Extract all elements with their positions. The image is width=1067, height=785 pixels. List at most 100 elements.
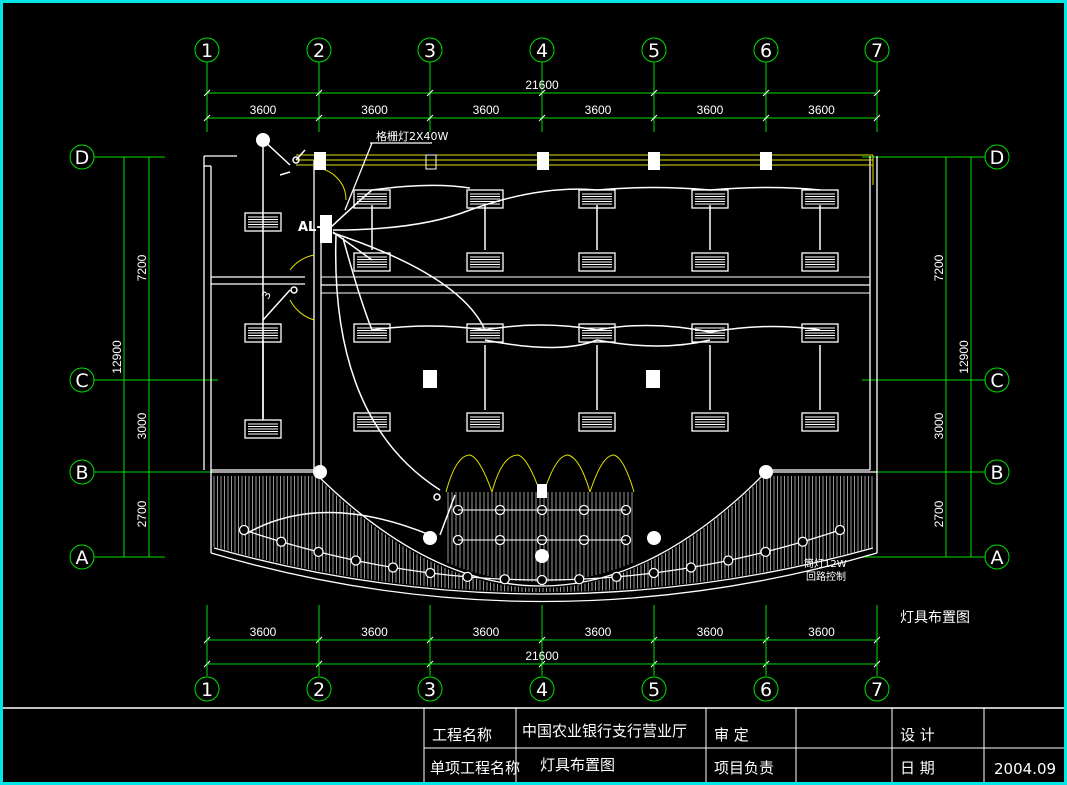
svg-text:5: 5 [648, 679, 660, 701]
svg-text:3: 3 [424, 679, 436, 701]
grille-luminaire [691, 412, 729, 432]
svg-text:7: 7 [871, 40, 883, 62]
axis-bubble-col-6-bottom: 6 [753, 676, 779, 702]
axis-bubble-col-5-bottom: 5 [641, 676, 667, 702]
svg-text:1: 1 [201, 40, 213, 62]
svg-text:B: B [990, 462, 1003, 484]
project-name-value: 中国农业银行支行营业厅 [522, 722, 687, 740]
top-total-dimension: 21600 [525, 78, 559, 92]
axis-bubble-col-1-bottom: 1 [194, 676, 220, 702]
bottom-dimension-chain: 21600 3600 3600 3600 3600 3600 3600 [207, 625, 877, 665]
downlight [834, 524, 846, 536]
drawing-title: 灯具布置图 [900, 610, 970, 626]
left-dimension-chain: 12900 7200 3000 2700 [110, 157, 150, 557]
svg-text:C: C [990, 370, 1003, 392]
svg-text:B: B [75, 462, 88, 484]
downlight [611, 571, 622, 583]
curved-counter-area [210, 471, 878, 603]
bottom-span-dimension: 3600 [473, 625, 500, 639]
grille-luminaire [691, 323, 729, 343]
top-span-dimension: 3600 [473, 103, 500, 117]
svg-text:1: 1 [201, 679, 213, 701]
title-block: 工程名称 中国农业银行支行营业厅 单项工程名称 灯具布置图 审 定 项目负责 设… [3, 707, 1064, 782]
wiring [243, 139, 821, 536]
grille-luminaire [353, 189, 391, 209]
panel-label: AL-1 [298, 220, 331, 235]
svg-text:2: 2 [313, 679, 325, 701]
axis-bubble-row-D-left: D [69, 144, 95, 170]
downlight [238, 524, 250, 536]
grille-luminaire [353, 323, 391, 343]
grille-luminaire [466, 323, 504, 343]
grille-luminaire [578, 252, 616, 272]
svg-text:6: 6 [760, 40, 772, 62]
project-leader-label: 项目负责 [714, 759, 774, 777]
grille-luminaire [353, 252, 391, 272]
design-label: 设 计 [900, 726, 935, 744]
downlight-label: 筒灯12W [804, 557, 847, 570]
axis-bubble-col-6-top: 6 [753, 37, 779, 63]
grille-luminaire [801, 323, 839, 343]
svg-text:D: D [75, 147, 90, 169]
grille-luminaires [244, 189, 839, 439]
grille-luminaire [466, 412, 504, 432]
horizontal-grid-lines [94, 156, 985, 558]
right-dimension-chain: 12900 7200 3000 2700 [932, 157, 972, 557]
bottom-span-dimension: 3600 [585, 625, 612, 639]
counter-downlights [238, 504, 846, 586]
columns-and-fixtures [314, 152, 772, 498]
downlight [313, 546, 324, 558]
grille-luminaire [466, 252, 504, 272]
circuit-number-3: 3 [259, 289, 274, 302]
grille-luminaire [244, 419, 282, 439]
sub-project-label: 单项工程名称 [430, 759, 520, 777]
downlight [276, 536, 287, 547]
right-dimension-cb: 3000 [932, 412, 946, 439]
svg-text:3: 3 [424, 40, 436, 62]
axis-bubble-row-C-left: C [69, 367, 95, 393]
downlight [648, 567, 659, 579]
axis-bubble-col-3-top: 3 [417, 37, 443, 63]
grille-luminaire [691, 252, 729, 272]
downlight [387, 562, 399, 573]
right-dimension-dc: 7200 [932, 254, 946, 281]
axis-bubble-col-4-top: 4 [529, 37, 555, 63]
project-name-label: 工程名称 [432, 726, 492, 744]
svg-text:C: C [75, 370, 88, 392]
left-dimension-cb: 3000 [135, 412, 149, 439]
bottom-span-dimension: 3600 [250, 625, 277, 639]
downlight [685, 562, 697, 573]
downlight [797, 536, 808, 547]
review-label: 审 定 [714, 726, 749, 744]
doors [289, 167, 635, 493]
left-dimension-dc: 7200 [135, 254, 149, 281]
grille-luminaire [578, 323, 616, 343]
right-total-dimension: 12900 [957, 340, 971, 374]
axis-bubble-col-7-top: 7 [864, 37, 890, 63]
top-span-dimension: 3600 [585, 103, 612, 117]
svg-text:4: 4 [536, 679, 548, 701]
downlight [425, 567, 436, 579]
axis-bubble-row-B-left: B [69, 459, 95, 485]
grille-luminaire [353, 412, 391, 432]
grille-light-label: 格栅灯2X40W [376, 129, 449, 143]
top-span-dimension: 3600 [250, 103, 277, 117]
svg-text:4: 4 [536, 40, 548, 62]
svg-text:7: 7 [871, 679, 883, 701]
bottom-total-dimension: 21600 [525, 649, 559, 663]
top-span-dimension: 3600 [361, 103, 388, 117]
bottom-span-dimension: 3600 [361, 625, 388, 639]
axis-bubble-col-7-bottom: 7 [864, 676, 890, 702]
downlight [350, 555, 361, 566]
axis-bubble-col-4-bottom: 4 [529, 676, 555, 702]
date-value: 2004.09 [994, 760, 1056, 778]
bottom-span-dimension: 3600 [697, 625, 724, 639]
downlight [760, 546, 771, 558]
grille-luminaire [801, 252, 839, 272]
bottom-span-dimension: 3600 [808, 625, 835, 639]
grille-luminaire [801, 412, 839, 432]
